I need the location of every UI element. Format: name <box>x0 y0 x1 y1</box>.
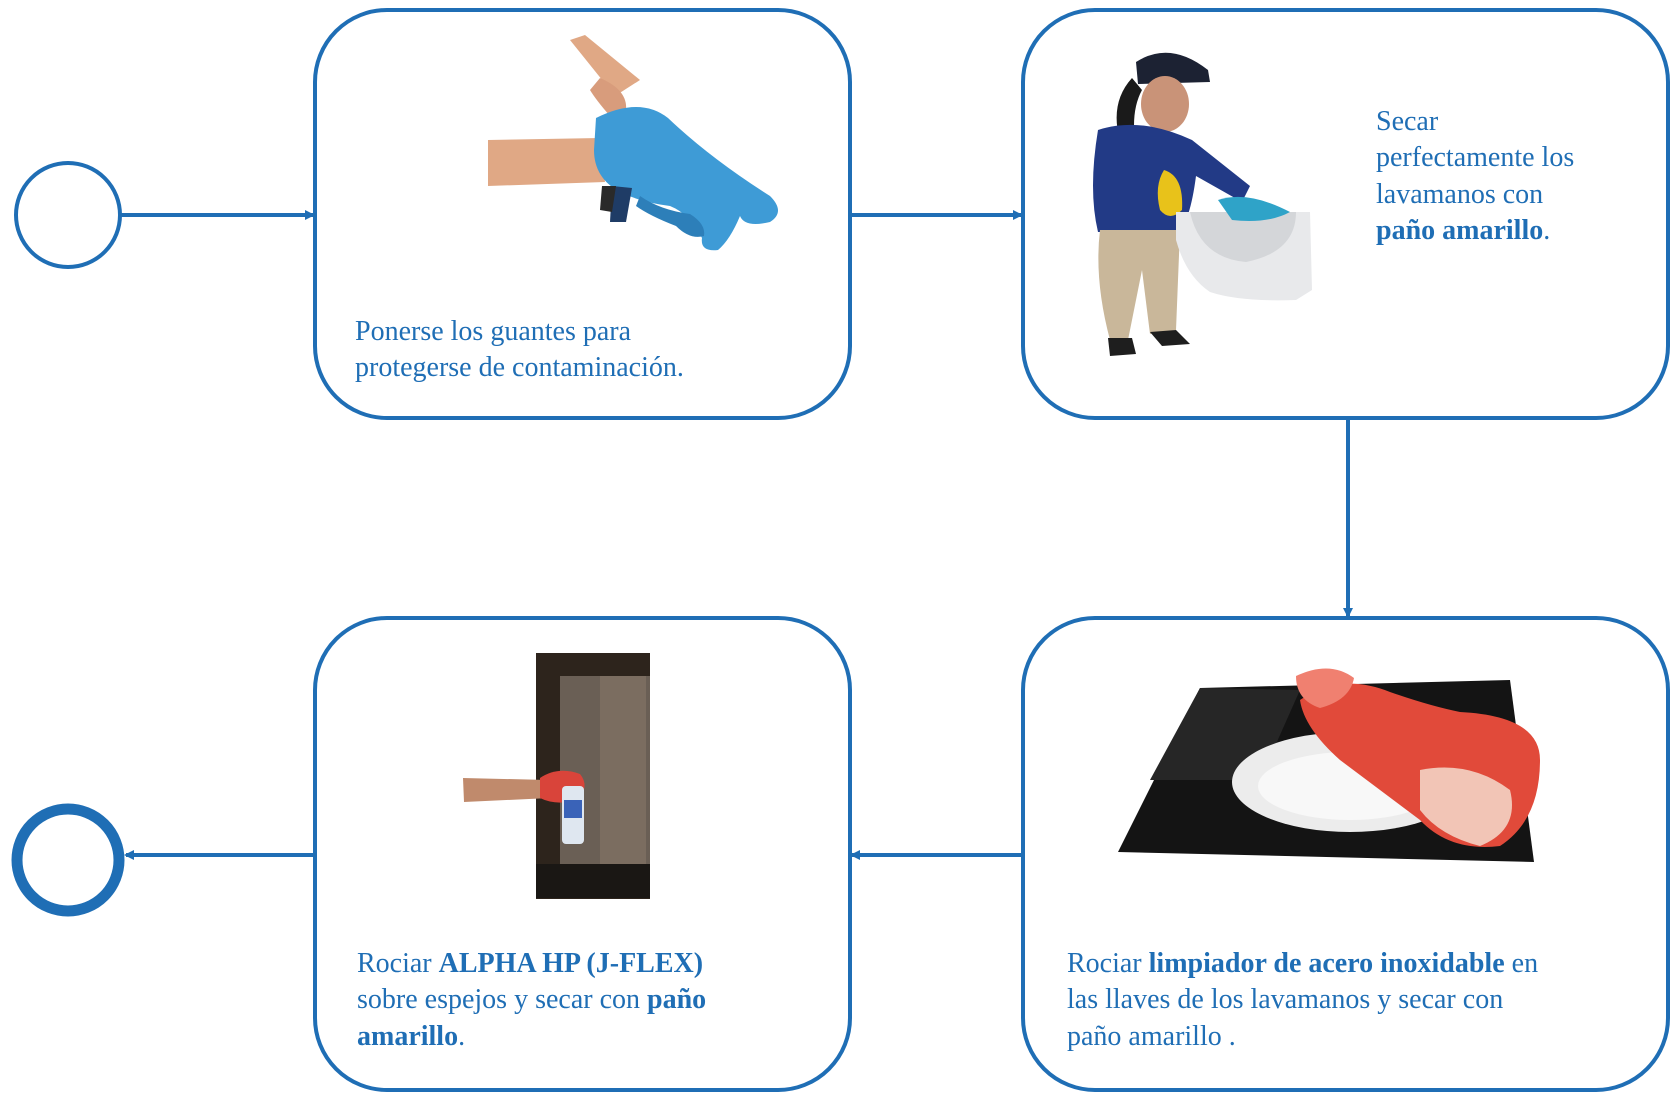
step2-text-line1: Secar <box>1376 106 1439 137</box>
step4-text-line3: amarillo. <box>357 1019 827 1055</box>
step4-bold2a: paño <box>647 984 707 1016</box>
step2-period: . <box>1543 215 1551 247</box>
step3-text: Rociar limpiador de acero inoxidable en … <box>1067 946 1657 1055</box>
step3-text-line1: Rociar limpiador de acero inoxidable en <box>1067 946 1657 982</box>
step2-text: Secar perfectamente los lavamanos con pa… <box>1376 104 1646 250</box>
step4-end: . <box>458 1020 466 1052</box>
step4-text-line2: sobre espejos y secar con paño <box>357 982 827 1018</box>
step1-text-line1: Ponerse los guantes para <box>355 316 632 347</box>
step3-pre: Rociar <box>1067 948 1149 979</box>
step3-bold: limpiador de acero inoxidable <box>1148 948 1505 979</box>
step3-text-line2: las llaves de los lavamanos y secar con <box>1067 984 1504 1016</box>
spraying-faucet-photo <box>1118 668 1540 862</box>
step1-text: Ponerse los guantes para protegerse de c… <box>355 314 825 387</box>
step4-bold1: ALPHA HP (J-FLEX) <box>438 948 704 979</box>
step2-text-line2: perfectamente los <box>1376 142 1575 174</box>
step4-text-line1: Rociar ALPHA HP (J-FLEX) <box>357 946 827 982</box>
spraying-mirror-photo <box>463 653 650 899</box>
step4-pre: Rociar <box>357 948 439 979</box>
worker-drying-sink-photo <box>1093 52 1312 356</box>
step3-text-line3: paño amarillo . <box>1067 1020 1236 1052</box>
gloves-photo <box>488 35 778 251</box>
step2-text-line3: lavamanos con <box>1376 178 1544 210</box>
step4-text: Rociar ALPHA HP (J-FLEX) sobre espejos y… <box>357 946 827 1055</box>
start-event <box>14 161 122 269</box>
step2-text-line4: paño amarillo. <box>1376 213 1646 249</box>
step4-line2-pre: sobre espejos y secar con <box>357 984 648 1016</box>
step1-text-line2: protegerse de contaminación. <box>355 352 684 384</box>
step4-bold2b: amarillo <box>357 1020 459 1052</box>
step2-bold: paño amarillo <box>1376 215 1544 247</box>
step3-post: en <box>1504 948 1539 979</box>
end-event <box>11 803 125 917</box>
